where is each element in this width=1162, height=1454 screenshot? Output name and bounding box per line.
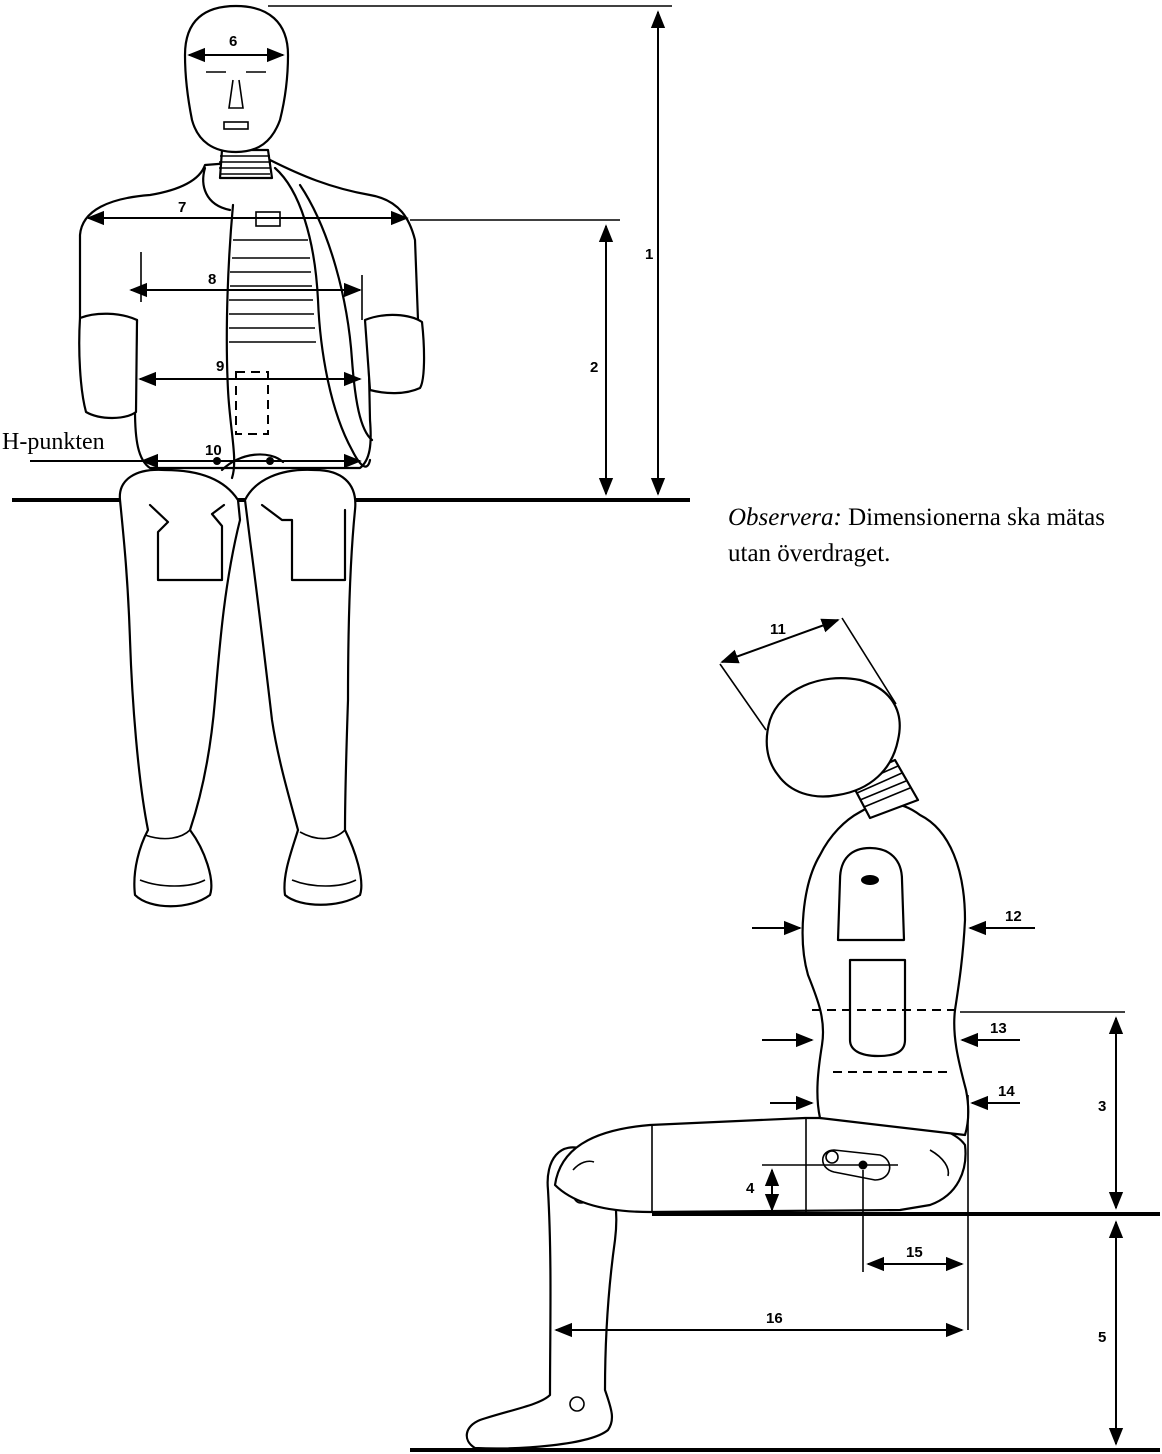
side-shoulder-bolt xyxy=(861,875,879,885)
dimension-label-13: 13 xyxy=(990,1020,1007,1037)
h-point-label: H-punkten xyxy=(2,429,105,455)
side-ankle-bolt xyxy=(569,1396,585,1412)
front-right-arm xyxy=(363,313,426,395)
dimension-11-line xyxy=(720,618,840,664)
dimension-label-7: 7 xyxy=(178,199,186,216)
dimension-label-4: 4 xyxy=(746,1180,755,1197)
front-right-leg xyxy=(243,468,363,906)
dimension-label-3: 3 xyxy=(1098,1098,1106,1115)
front-neck-rings xyxy=(219,155,271,175)
dimension-label-16: 16 xyxy=(766,1310,783,1327)
front-left-toe xyxy=(139,879,206,887)
dimension-labels: 1 2 3 4 5 6 7 8 9 10 11 12 13 14 15 16 H… xyxy=(2,33,1106,1346)
side-view-dummy xyxy=(410,617,1160,1452)
side-head-front-line xyxy=(841,617,897,705)
front-left-arm xyxy=(78,312,139,420)
side-arm xyxy=(848,958,907,1058)
dimension-label-6: 6 xyxy=(229,33,237,50)
dimension-label-2: 2 xyxy=(590,359,598,376)
dimension-label-1: 1 xyxy=(645,246,653,263)
front-left-ankle xyxy=(144,829,191,840)
dimension-lines xyxy=(30,5,1125,1446)
dimension-label-15: 15 xyxy=(906,1244,923,1261)
front-view-dummy xyxy=(12,4,690,908)
dimension-label-12: 12 xyxy=(1005,908,1022,925)
dimension-label-14: 14 xyxy=(998,1083,1015,1100)
front-right-knee-block xyxy=(260,503,347,582)
front-pelvis-curve xyxy=(220,453,285,472)
dimension-label-10: 10 xyxy=(205,442,222,459)
dimension-label-5: 5 xyxy=(1098,1329,1106,1346)
note-text: Dimensionerna ska mätas utan överdraget. xyxy=(728,504,1105,567)
side-knee-line xyxy=(572,1160,595,1171)
note-prefix: Observera: xyxy=(728,504,842,531)
measurement-note: Observera: Dimensionerna ska mätas utan … xyxy=(728,500,1148,572)
side-pelvis-curve xyxy=(929,1149,950,1177)
front-face xyxy=(206,71,266,130)
side-thigh xyxy=(553,1116,967,1214)
side-hip-bolt xyxy=(825,1150,839,1164)
front-head xyxy=(183,4,290,154)
dimension-label-9: 9 xyxy=(216,358,224,375)
side-h-point-slot xyxy=(821,1149,891,1181)
side-head xyxy=(765,677,901,798)
side-shoulder-pad xyxy=(836,846,906,942)
dimension-label-8: 8 xyxy=(208,271,216,288)
dimension-label-11: 11 xyxy=(770,621,786,638)
front-collar-left xyxy=(202,166,232,212)
front-left-knee-block xyxy=(148,503,226,582)
front-right-toe xyxy=(291,879,357,887)
front-right-ankle xyxy=(299,829,346,840)
side-head-rear-line xyxy=(719,663,767,731)
